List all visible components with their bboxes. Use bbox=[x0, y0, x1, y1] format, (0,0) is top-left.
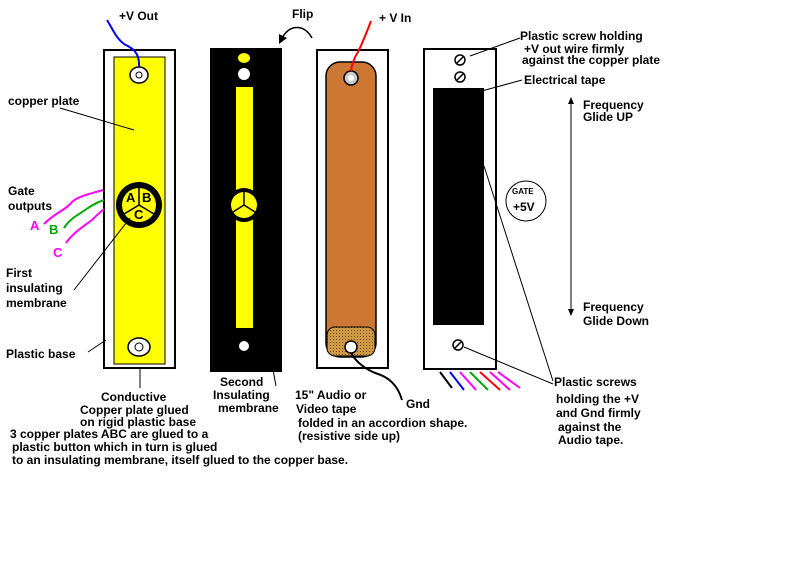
tape-caption-4: (resistive side up) bbox=[298, 429, 400, 443]
bottom-screw-hole bbox=[127, 337, 151, 357]
screw-caption-1: Plastic screw holding bbox=[520, 29, 643, 43]
abc-note-1: 3 copper plates ABC are glued to a bbox=[10, 427, 209, 441]
gate-wire-c bbox=[65, 208, 105, 244]
first-membrane-label-1: First bbox=[6, 266, 32, 280]
screws-caption-4: against the bbox=[558, 420, 622, 434]
freq-down-label-1: Frequency bbox=[583, 300, 644, 314]
freq-up-label-1: Frequency bbox=[583, 98, 644, 112]
flip-arrow bbox=[281, 26, 313, 39]
gate-outputs-label-1: Gate bbox=[8, 184, 35, 198]
gate-outputs-label-2: outputs bbox=[8, 199, 52, 213]
wire-label-c: C bbox=[53, 245, 63, 260]
second-membrane-caption-3: membrane bbox=[218, 401, 279, 415]
screw-caption-2: +V out wire firmly bbox=[524, 42, 625, 56]
freq-down-label-2: Glide Down bbox=[583, 314, 649, 328]
gate-badge bbox=[505, 180, 547, 222]
screws-caption-2: holding the +V bbox=[556, 392, 639, 406]
second-membrane-caption-1: Second bbox=[220, 375, 263, 389]
conductive-caption-3: on rigid plastic base bbox=[80, 415, 196, 429]
audio-tape bbox=[325, 61, 377, 358]
electrical-tape bbox=[433, 88, 484, 325]
conductive-caption-1: Conductive bbox=[101, 390, 167, 404]
screws-caption-5: Audio tape. bbox=[558, 433, 623, 447]
wire-label-b: B bbox=[49, 222, 58, 237]
v-out-wire bbox=[106, 19, 141, 68]
audio-tape-panel bbox=[316, 49, 389, 369]
tape-caption-2: Video tape bbox=[296, 402, 357, 416]
tape-caption-3: folded in an accordion shape. bbox=[298, 416, 467, 430]
screw-caption-3: against the copper plate bbox=[522, 53, 660, 67]
button-label-a: A bbox=[126, 190, 136, 205]
top-screw-hole bbox=[129, 66, 149, 84]
gnd-wire bbox=[350, 352, 403, 401]
flip-label: Flip bbox=[292, 7, 313, 21]
gate-wire-a bbox=[43, 189, 104, 225]
gate-badge-voltage: +5V bbox=[513, 200, 535, 214]
first-membrane-label-2: insulating bbox=[6, 281, 63, 295]
plastic-base-label: Plastic base bbox=[6, 347, 76, 361]
v-in-wire bbox=[350, 20, 372, 72]
gate-wire-b bbox=[63, 199, 105, 229]
button-label-b: B bbox=[142, 190, 151, 205]
wire-label-a: A bbox=[30, 218, 40, 233]
copper-plate-panel: A B C bbox=[103, 49, 176, 369]
v-in-label: + V In bbox=[379, 11, 411, 25]
conductive-caption-2: Copper plate glued bbox=[80, 403, 189, 417]
tape-caption-1: 15" Audio or bbox=[295, 388, 367, 402]
v-out-label: +V Out bbox=[119, 9, 158, 23]
assembled-panel bbox=[423, 48, 497, 370]
screws-caption-3: and Gnd firmly bbox=[556, 406, 641, 420]
screws-caption-1: Plastic screws bbox=[554, 375, 637, 389]
copper-plate-label: copper plate bbox=[8, 94, 80, 108]
gnd-label: Gnd bbox=[406, 397, 430, 411]
first-membrane-label-3: membrane bbox=[6, 296, 67, 310]
second-membrane-panel bbox=[210, 48, 282, 372]
gate-badge-label: GATE bbox=[512, 187, 534, 196]
second-membrane-caption-2: Insulating bbox=[213, 388, 270, 402]
button-label-c: C bbox=[134, 207, 144, 222]
abc-note-2: plastic button which in turn is glued bbox=[12, 440, 217, 454]
abc-note-3: to an insulating membrane, itself glued … bbox=[12, 453, 348, 467]
electrical-tape-label: Electrical tape bbox=[524, 73, 606, 87]
freq-up-label-2: Glide UP bbox=[583, 110, 633, 124]
gnd-screw bbox=[344, 340, 358, 354]
